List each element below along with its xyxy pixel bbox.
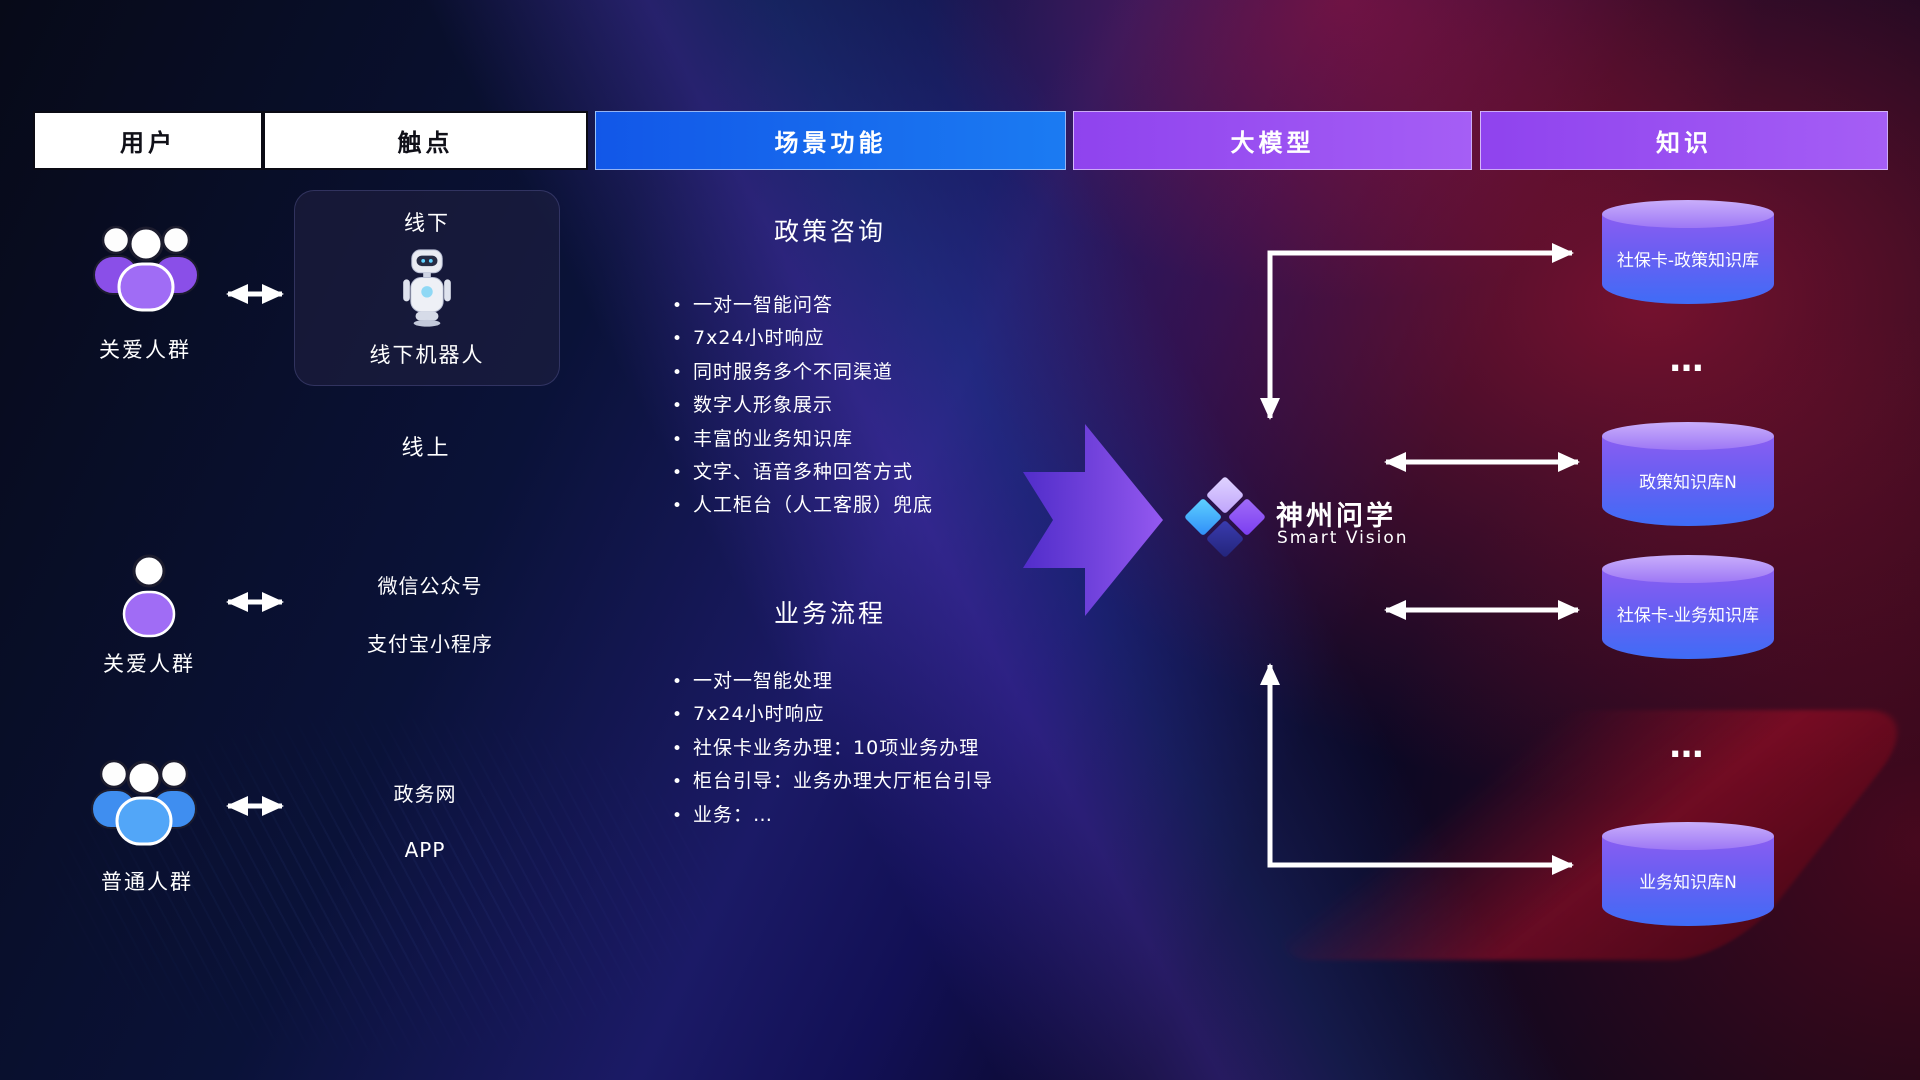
column-header-users: 用户 xyxy=(33,111,263,170)
bullet-item: • 业务：… xyxy=(672,799,1112,832)
bullet-dot: • xyxy=(672,705,684,726)
bullet-text: 文字、语音多种回答方式 xyxy=(693,461,914,484)
smart-vision-logo-icon xyxy=(1183,475,1267,559)
person-purple-icon xyxy=(122,554,176,638)
bullet-item: • 同时服务多个不同渠道 xyxy=(672,356,1112,389)
bullet-text: 一对一智能问答 xyxy=(693,294,834,316)
policy-section-title: 政策咨询 xyxy=(773,217,886,246)
arrow-model-kb4 xyxy=(1260,663,1574,875)
process-bullet-list: • 一对一智能处理 • 7x24小时响应 • 社保卡业务办理：10项业务办理 • 柜台引… xyxy=(672,665,1112,832)
knowledge-cylinder-3: 社保卡-业务知识库 xyxy=(1602,555,1774,659)
user-group-label-2: 关爱人群 xyxy=(103,652,195,676)
offline-robot-card: 线下 线下机器人 xyxy=(294,190,560,386)
people-group-purple-icon xyxy=(93,225,199,312)
bullet-item: • 数字人形象展示 xyxy=(672,389,1112,422)
knowledge-cylinder-label: 社保卡-政策知识库 xyxy=(1616,251,1760,272)
wechat-label: 微信公众号 xyxy=(377,574,483,598)
background-swoosh xyxy=(1252,710,1920,960)
bullet-item: • 柜台引导：业务办理大厅柜台引导 xyxy=(672,765,1112,798)
bullet-item: • 7x24小时响应 xyxy=(672,322,1112,355)
column-header-knowledge: 知识 xyxy=(1480,111,1888,170)
knowledge-cylinder-label: 业务知识库N xyxy=(1639,873,1737,894)
column-header-touchpoints: 触点 xyxy=(263,111,588,170)
knowledge-ellipsis-1: … xyxy=(1669,340,1707,380)
user-group-label-3: 普通人群 xyxy=(101,870,193,894)
bullet-dot: • xyxy=(672,496,684,517)
bullet-dot: • xyxy=(672,396,684,417)
bullet-text: 7x24小时响应 xyxy=(693,327,825,350)
bullet-item: • 人工柜台（人工客服）兜底 xyxy=(672,489,1112,522)
alipay-label: 支付宝小程序 xyxy=(367,632,493,656)
knowledge-ellipsis-2: … xyxy=(1669,726,1707,766)
app-label: APP xyxy=(404,838,446,862)
arrow-model-kb1 xyxy=(1260,243,1574,420)
bullet-dot: • xyxy=(672,672,684,692)
bullet-text: 丰富的业务知识库 xyxy=(693,427,854,450)
bullet-dot: • xyxy=(672,329,684,350)
bullet-item: • 7x24小时响应 xyxy=(672,698,1112,731)
bullet-dot: • xyxy=(672,805,684,826)
bullet-dot: • xyxy=(672,463,684,484)
bullet-text: 社保卡业务办理：10项业务办理 xyxy=(693,736,980,759)
knowledge-cylinder-label: 社保卡-业务知识库 xyxy=(1616,606,1760,627)
bullet-dot: • xyxy=(672,738,684,759)
model-name: 神州问学 xyxy=(1276,501,1396,532)
bullet-dot: • xyxy=(672,772,684,793)
knowledge-cylinder-label: 政策知识库N xyxy=(1639,473,1737,494)
process-section-title: 业务流程 xyxy=(773,599,886,628)
offline-caption: 线下机器人 xyxy=(369,343,485,367)
bullet-text: 7x24小时响应 xyxy=(693,703,825,726)
bullet-item: • 一对一智能处理 xyxy=(672,665,1112,698)
bullet-text: 人工柜台（人工客服）兜底 xyxy=(693,494,934,517)
bullet-dot: • xyxy=(672,362,684,383)
online-label: 线上 xyxy=(401,436,452,461)
people-group-blue-icon xyxy=(91,759,197,846)
bullet-item: • 社保卡业务办理：10项业务办理 xyxy=(672,732,1112,765)
bullet-text: 一对一智能处理 xyxy=(693,670,834,692)
gov-web-label: 政务网 xyxy=(393,782,457,806)
user-group-label-1: 关爱人群 xyxy=(99,338,191,362)
bullet-text: 同时服务多个不同渠道 xyxy=(693,360,894,383)
model-subtitle: Smart Vision xyxy=(1277,528,1409,548)
knowledge-cylinder-1: 社保卡-政策知识库 xyxy=(1602,200,1774,304)
bullet-text: 业务：… xyxy=(693,803,774,826)
bullet-item: • 一对一智能问答 xyxy=(672,289,1112,322)
column-header-scenarios: 场景功能 xyxy=(595,111,1066,170)
knowledge-cylinder-2: 政策知识库N xyxy=(1602,422,1774,526)
bullet-item: • 丰富的业务知识库 xyxy=(672,423,1112,456)
column-header-model: 大模型 xyxy=(1073,111,1472,170)
bullet-text: 柜台引导：业务办理大厅柜台引导 xyxy=(693,770,994,793)
offline-title: 线下 xyxy=(404,211,450,235)
robot-icon xyxy=(403,249,451,327)
knowledge-cylinder-4: 业务知识库N xyxy=(1602,822,1774,926)
flow-arrow xyxy=(1023,424,1163,616)
bullet-text: 数字人形象展示 xyxy=(693,394,834,417)
bullet-item: • 文字、语音多种回答方式 xyxy=(672,456,1112,489)
bullet-dot: • xyxy=(672,429,684,450)
policy-bullet-list: •一对一智能问答 •7x24小时响应 •同时服务多个不同渠道 •数字人形象展示 … xyxy=(672,289,1112,523)
bullet-dot: • xyxy=(672,296,684,316)
